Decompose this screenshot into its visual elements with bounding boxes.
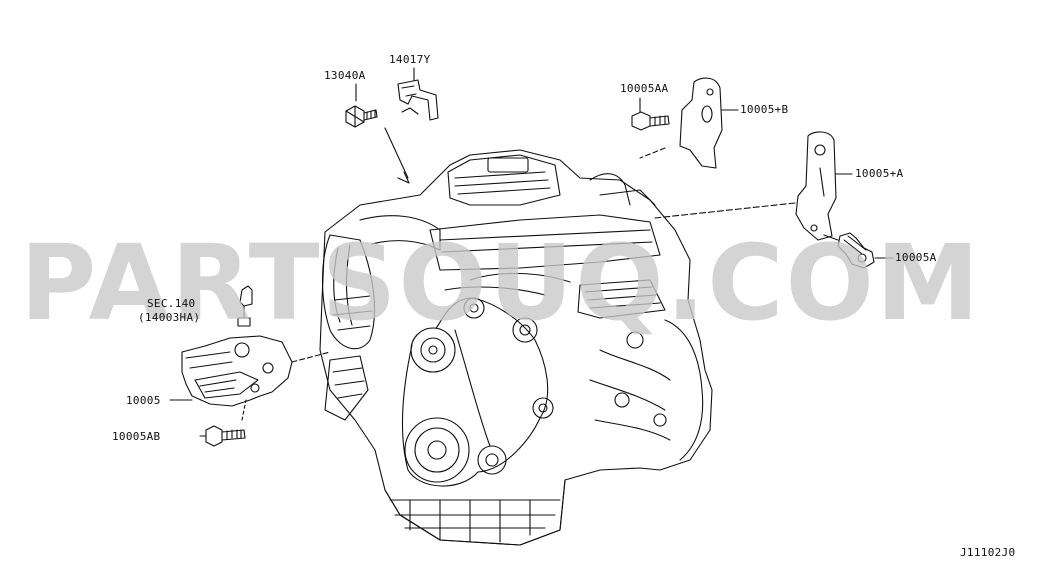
part-label-13040A[interactable]: 13040A [324, 69, 366, 82]
part-label-10005-plus-B[interactable]: 10005+B [740, 103, 789, 116]
part-label-14017Y[interactable]: 14017Y [389, 53, 431, 66]
bracket-14017Y-drawing [384, 67, 439, 184]
bracket-10005B-drawing [631, 77, 739, 169]
bracket-10005A-drawing [654, 131, 894, 269]
part-label-10005[interactable]: 10005 [126, 394, 161, 407]
part-label-10005AB[interactable]: 10005AB [112, 430, 161, 443]
bracket-10005-drawing [169, 285, 331, 447]
diagram-code: J11102J0 [960, 546, 1016, 559]
part-label-10005AA[interactable]: 10005AA [620, 82, 669, 95]
bolt-13040A-drawing [345, 83, 378, 128]
part-label-10005A[interactable]: 10005A [895, 251, 937, 264]
engine-assembly [319, 149, 713, 546]
watermark-text: PARTSOUQ.COM [20, 222, 982, 344]
part-label-10005-plus-A[interactable]: 10005+A [855, 167, 904, 180]
section-reference-label[interactable]: SEC.140 [147, 297, 196, 310]
part-label-14003HA[interactable]: (14003HA) [138, 311, 201, 324]
